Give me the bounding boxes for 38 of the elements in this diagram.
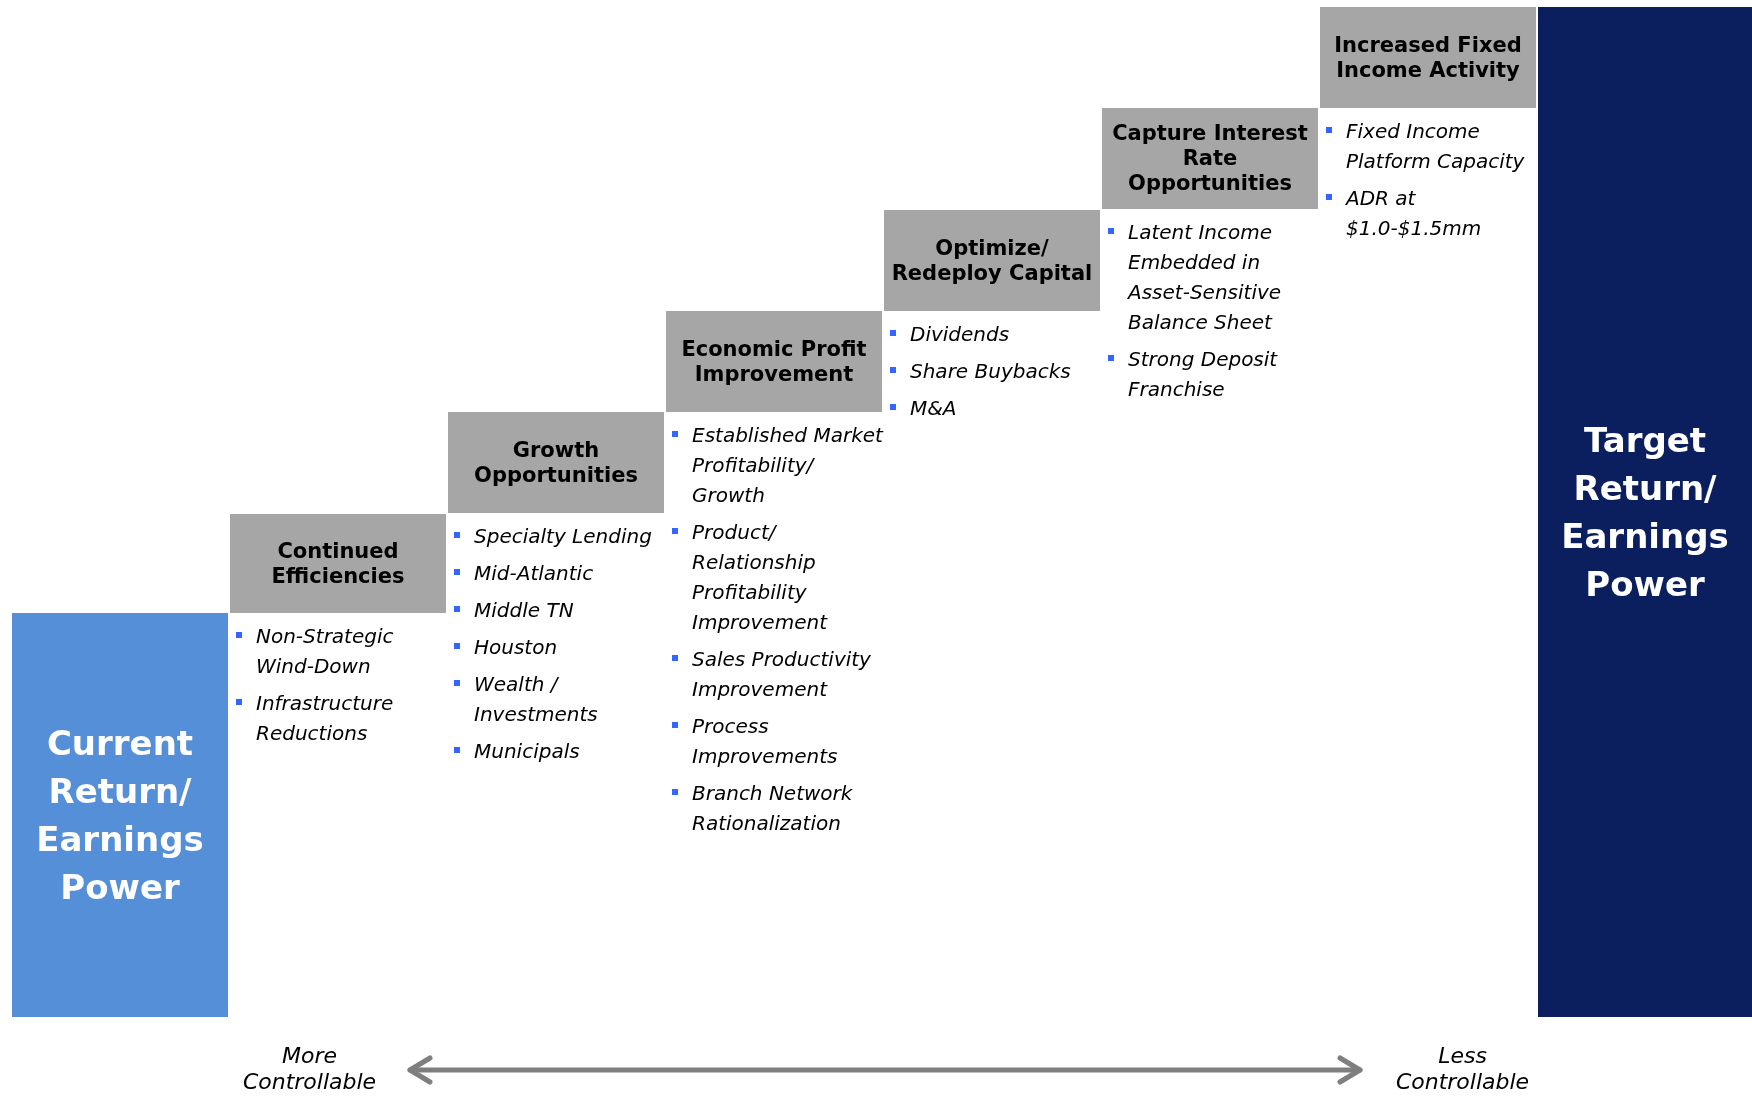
- bullet-text: ADR at $1.0-$1.5mm: [1346, 185, 1483, 242]
- bullet-text: Product/ Relationship Profitability Improvement: [692, 519, 829, 636]
- current-bar: [12, 613, 228, 1017]
- node-label: Capture Interest Rate Opportunities: [1111, 121, 1309, 196]
- bullet-text: Established Market Profitability/ Growth: [692, 422, 885, 509]
- bullet-text: Mid-Atlantic: [474, 560, 594, 587]
- step-header: [1320, 7, 1536, 108]
- bullet-text: Sales Productivity Improvement: [692, 646, 872, 703]
- bullet-text: Houston: [474, 634, 558, 661]
- step-header: [1102, 108, 1318, 209]
- node-label: Growth Opportunities: [473, 437, 639, 488]
- node-label: Continued Efficiencies: [270, 538, 406, 589]
- bullet-text: Wealth / Investments: [474, 671, 599, 728]
- bullet-text: Municipals: [474, 738, 580, 765]
- bullet-text: Infrastructure Reductions: [256, 690, 395, 747]
- target-bar: [1538, 7, 1752, 1017]
- step-header: [230, 514, 446, 613]
- node-label: Current Return/ Earnings Power: [35, 722, 205, 909]
- bullet-text: Non-Strategic Wind-Down: [256, 623, 395, 680]
- node-label: Increased Fixed Income Activity: [1333, 32, 1523, 83]
- bullet-text: Process Improvements: [692, 713, 839, 770]
- node-label: Optimize/ Redeploy Capital: [890, 235, 1094, 286]
- bullet-text: M&A: [910, 395, 957, 422]
- bullet-text: Specialty Lending: [474, 523, 652, 550]
- bullet-text: Latent Income Embedded in Asset-Sensitive Balance Sheet: [1128, 219, 1283, 336]
- axis-end-label: Less Controllable: [1394, 1043, 1531, 1095]
- step-header: [884, 210, 1100, 311]
- bullet-text: Branch Network Rationalization: [692, 780, 854, 837]
- bullet-text: Share Buybacks: [910, 358, 1071, 385]
- node-label: Target Return/ Earnings Power: [1560, 419, 1730, 606]
- node-label: Economic Profit Improvement: [680, 336, 868, 387]
- bullet-text: Strong Deposit Franchise: [1128, 346, 1279, 403]
- step-header: [448, 412, 664, 513]
- bullet-text: Middle TN: [474, 597, 574, 624]
- step-header: [666, 311, 882, 412]
- axis-end-label: More Controllable: [241, 1043, 378, 1095]
- bullet-text: Dividends: [910, 321, 1010, 348]
- bullet-text: Fixed Income Platform Capacity: [1346, 118, 1526, 175]
